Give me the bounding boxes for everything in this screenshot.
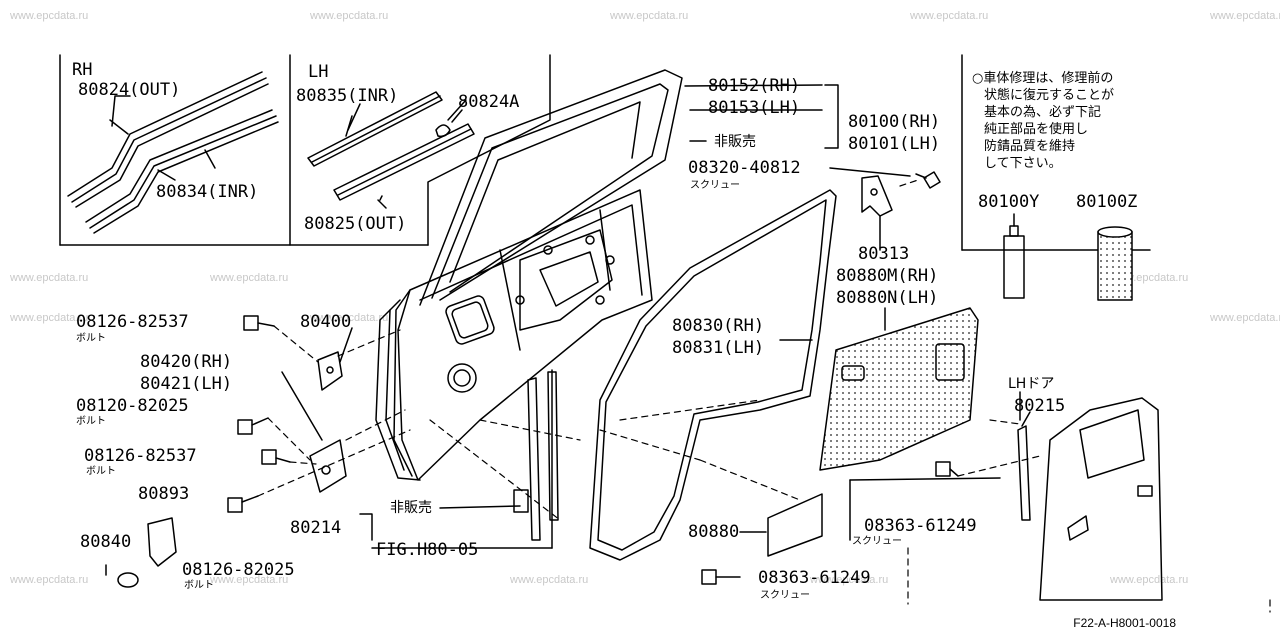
watermark: www.epcdata.ru [1110, 574, 1189, 586]
part-label-80893: 80893 [138, 484, 190, 504]
part-label-80400: 80400 [300, 312, 352, 332]
part-label-80100y: 80100Y [978, 192, 1040, 212]
watermark: www.epcdata.ru [10, 574, 89, 586]
watermark: www.epcdata.ru [10, 10, 89, 22]
part-label-08363-61249-right: 08363-61249 [864, 516, 977, 536]
striker-bracket [861, 175, 893, 249]
watermark: www.epcdata.ru [210, 574, 289, 586]
part-label-80824a: 80824A [458, 92, 520, 112]
part-label-08126-82537-top: 08126-82537 [76, 312, 189, 332]
part-label-80830: 80830(RH) [672, 316, 765, 336]
part-label-80880n: 80880N(LH) [836, 288, 939, 308]
watermark: www.epcdata.ru [210, 272, 289, 284]
rh-outer-molding [67, 71, 269, 208]
part-label-80153: 80153(LH) [708, 98, 801, 118]
lh-door-outline [1017, 397, 1163, 601]
diagram-code: F22-A-H8001-0018 [1073, 616, 1176, 630]
part-label-08320-40812: 08320-40812 [688, 158, 801, 178]
part-label-08120-82025: 08120-82025 [76, 396, 189, 416]
lh-door-bracket [849, 477, 1001, 481]
part-label-08363-61249-bot: 08363-61249 [758, 568, 871, 588]
part-label-80101: 80101(LH) [848, 134, 941, 154]
inset-lh-side: LH [308, 62, 329, 82]
part-label-80100z: 80100Z [1076, 192, 1138, 212]
note-line: 状態に復元することが [984, 88, 1115, 103]
lh-outer-molding [333, 123, 475, 209]
sealant-tube-icon [1003, 213, 1025, 299]
screw-61249-bot-icon [701, 569, 741, 585]
part-label-08126-82025-bot: 08126-82025 [182, 560, 295, 580]
part-label-80880: 80880 [688, 522, 740, 542]
lh-inner-molding [307, 91, 443, 167]
sealing-screen [739, 493, 823, 557]
bolt-82025-top-icon [237, 417, 269, 435]
part-label-80840: 80840 [80, 532, 132, 552]
part-label-08126-82537-mid: 08126-82537 [84, 446, 197, 466]
watermark: www.epcdata.ru [610, 10, 689, 22]
molding-clip [435, 109, 463, 138]
screw-40812-icon [915, 171, 941, 189]
part-label-80100: 80100(RH) [848, 112, 941, 132]
note-line: ○車体修理は、修理前の [972, 71, 1114, 86]
part-label-80152: 80152(RH) [708, 76, 801, 96]
part-label-80215: 80215 [1014, 396, 1066, 416]
watermark: www.epcdata.ru [510, 574, 589, 586]
door-shell [375, 289, 421, 481]
hinge-upper-icon [317, 351, 343, 391]
door-window-frame [419, 69, 683, 306]
not-for-sale-mid: 非販売 [390, 500, 432, 516]
part-sub-screw-40812: スクリュー [690, 180, 740, 191]
part-label-80825: 80825(OUT) [304, 214, 407, 234]
part-label-80831: 80831(LH) [672, 338, 765, 358]
part-label-80835: 80835(INR) [296, 86, 399, 106]
fig-reference: FIG.H80-05 [376, 540, 479, 560]
screw-61249-right-icon [935, 461, 959, 477]
plug-80840-icon [117, 572, 139, 588]
part-label-80824: 80824(OUT) [78, 80, 181, 100]
watermark: www.epcdata.ru [10, 312, 89, 324]
lh-door-label: LHドア [1008, 376, 1055, 392]
part-sub-screw-61249-bot: スクリュー [760, 590, 810, 601]
leader-lines [105, 84, 1021, 576]
dashed-guides [257, 179, 1271, 613]
door-trim-panel [819, 307, 979, 471]
part-sub-bolt-82537-mid: ボルト [86, 466, 116, 477]
bolt-82537-mid-icon [261, 449, 291, 465]
part-label-80834: 80834(INR) [156, 182, 259, 202]
door-inner-panel [397, 189, 653, 481]
not-for-sale-top: 非販売 [714, 134, 756, 150]
bolt-82537-top-icon [243, 315, 275, 331]
part-sub-screw-61249-right: スクリュー [852, 536, 902, 547]
part-sub-bolt-82025-top: ボルト [76, 416, 106, 427]
note-line: 基本の為、必ず下記 [984, 105, 1102, 120]
part-label-80420: 80420(RH) [140, 352, 233, 372]
watermark: www.epcdata.ru [10, 272, 89, 284]
watermark: www.epcdata.ru [310, 10, 389, 22]
inset-rh-side: RH [72, 60, 93, 80]
cap-80893-icon [147, 517, 177, 567]
watermark: www.epcdata.ru [810, 574, 889, 586]
watermark: www.epcdata.ru [1210, 312, 1280, 324]
part-label-80421: 80421(LH) [140, 374, 233, 394]
repair-note: ○車体修理は、修理前の 状態に復元することが 基本の為、必ず下記 純正部品を使用… [972, 70, 1162, 172]
hinge-lower-icon [309, 439, 347, 493]
rh-inner-molding [85, 109, 279, 234]
part-sub-bolt-82025-bot: ボルト [184, 580, 214, 591]
part-label-80880m: 80880M(RH) [836, 266, 939, 286]
note-line: して下さい。 [984, 156, 1062, 171]
note-line: 純正部品を使用し [984, 122, 1089, 137]
part-sub-bolt-82537-top: ボルト [76, 333, 106, 344]
watermark: www.epcdata.ru [1210, 10, 1280, 22]
part-label-80313: 80313 [858, 244, 910, 264]
note-line: 防錆品質を維持 [984, 139, 1076, 154]
door-weatherstrip [589, 189, 837, 561]
watermark: www.epcdata.ru [910, 10, 989, 22]
bolt-82025-bot-icon [227, 495, 259, 513]
watermark: www.epcdata.ru [310, 312, 389, 324]
spray-can-icon [1097, 226, 1133, 301]
part-label-80214: 80214 [290, 518, 342, 538]
